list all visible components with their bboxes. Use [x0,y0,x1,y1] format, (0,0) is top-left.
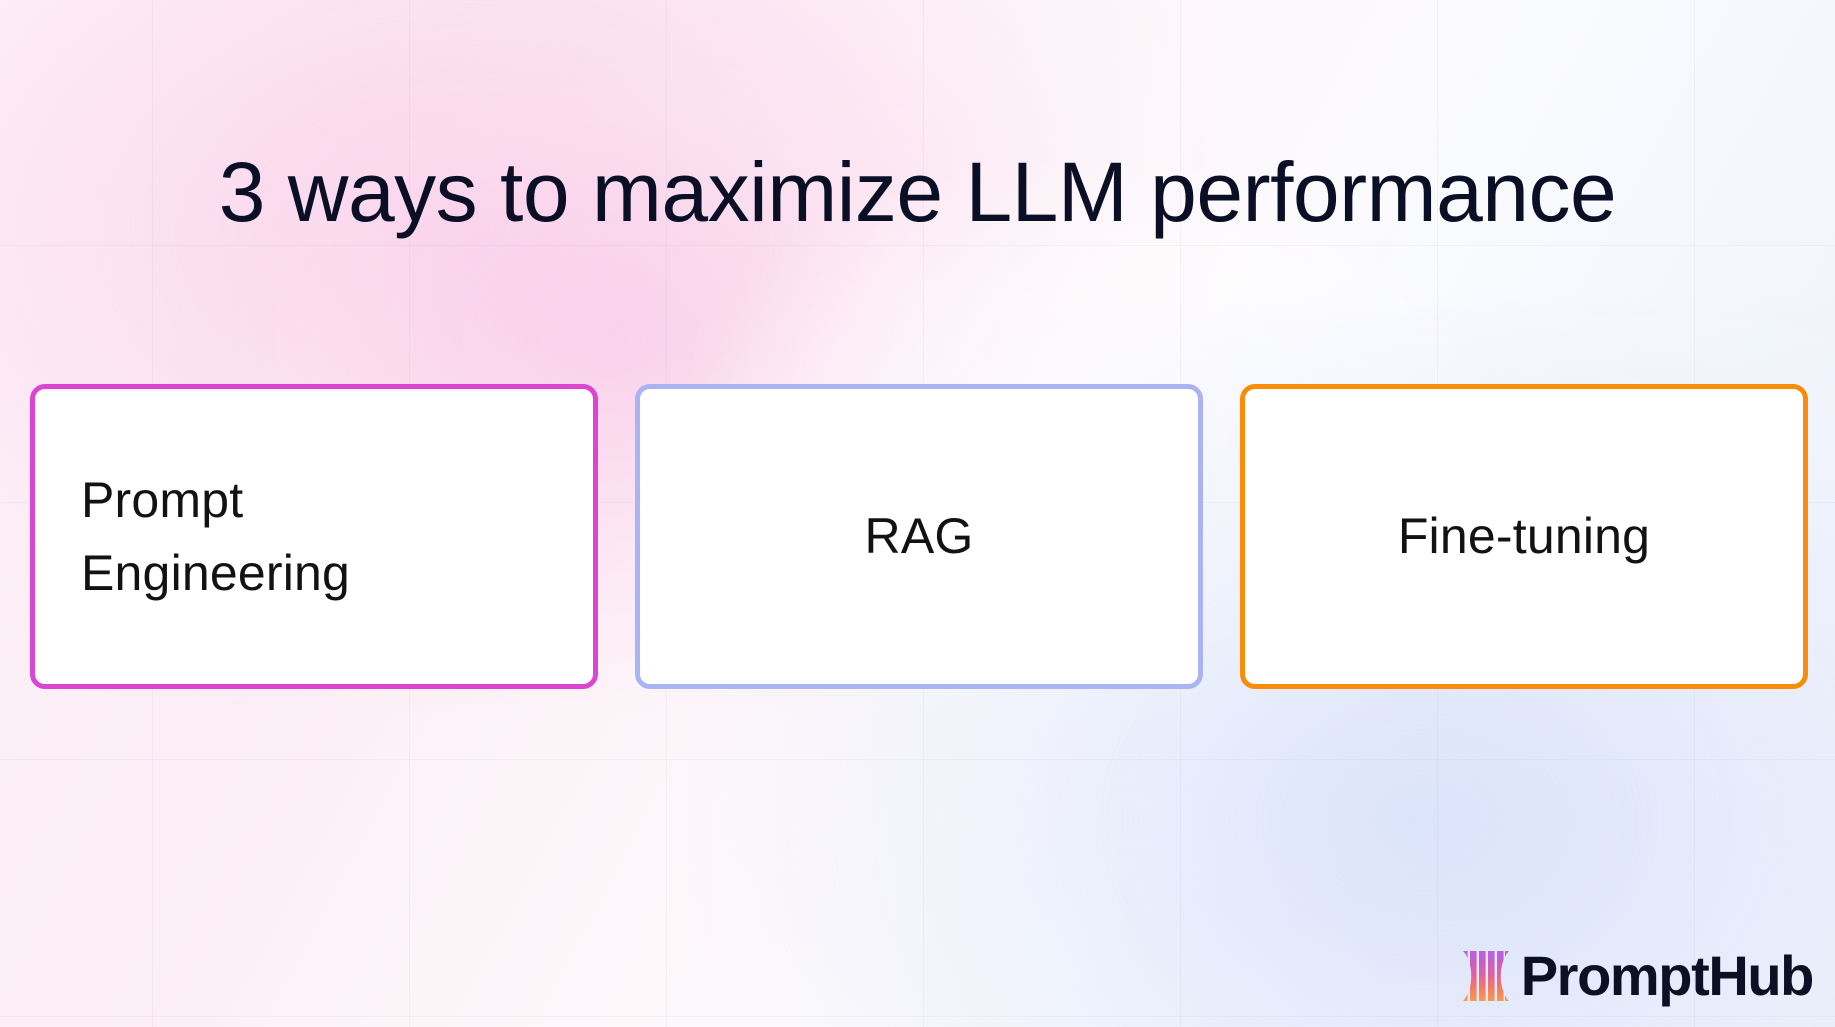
card-rag[interactable]: RAG [635,384,1203,689]
prompthub-wordmark: PromptHub [1520,944,1815,1007]
card-label-prompt-engineering: Prompt Engineering [81,472,351,601]
card-fine-tuning[interactable]: Fine-tuning [1240,384,1808,689]
page-title: 3 ways to maximize LLM performance [218,145,1617,240]
card-label-fine-tuning: Fine-tuning [1397,508,1651,565]
prompthub-logo: PromptHub [1455,937,1815,1015]
prompthub-bars-icon [1462,951,1509,1001]
card-label-rag: RAG [864,508,974,565]
cards-row: Prompt Engineering RAG Fine-tuning [30,384,1808,689]
card-prompt-engineering[interactable]: Prompt Engineering [30,384,598,689]
